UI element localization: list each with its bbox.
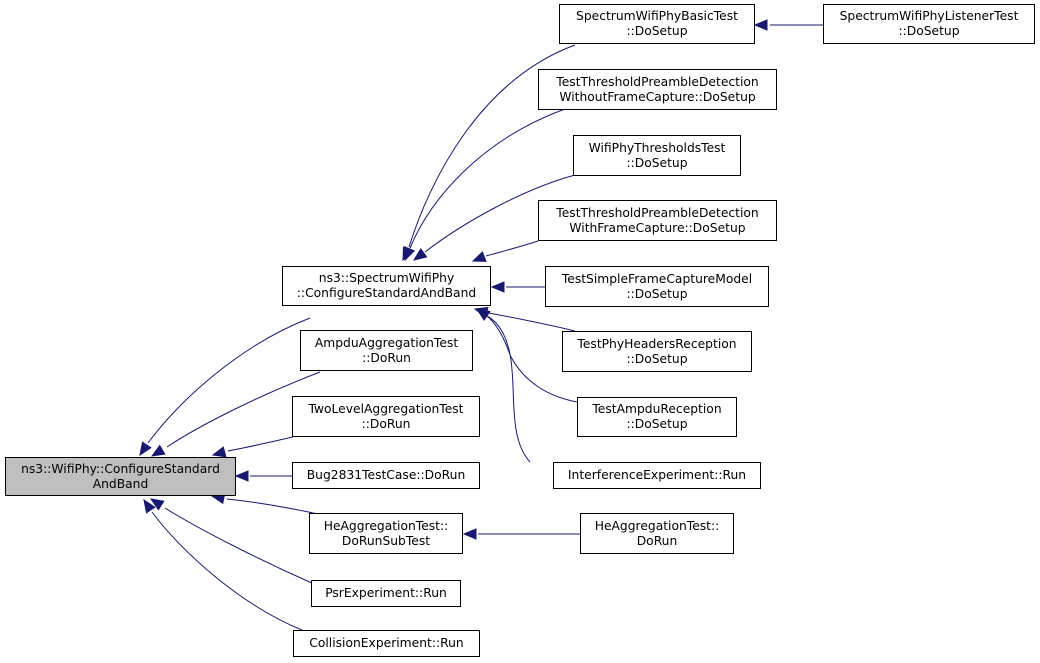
arrowhead-9 <box>412 247 428 261</box>
arrowhead-3 <box>234 470 249 482</box>
arrowhead-16 <box>753 19 768 31</box>
arrowhead-5 <box>149 498 165 511</box>
arrowhead-8 <box>404 246 416 262</box>
call-edge-5 <box>164 507 315 585</box>
arrowhead-14 <box>475 308 491 321</box>
node-label-line-1: PsrExperiment::Run <box>325 586 447 600</box>
node-label-line-1: ns3::WifiPhy::ConfigureStandard <box>21 461 220 476</box>
node-label-line-2: ::DoSetup <box>626 24 688 38</box>
arrowhead-2 <box>211 446 227 458</box>
node-label-line-1: WifiPhyThresholdsTest <box>588 140 726 155</box>
node-label-line-1: TwoLevelAggregationTest <box>308 401 464 416</box>
node-bug2831-test-case-dorun[interactable]: Bug2831TestCase::DoRun <box>292 462 480 489</box>
node-label-line-1: InterferenceExperiment::Run <box>567 468 747 482</box>
node-psr-experiment-run[interactable]: PsrExperiment::Run <box>311 580 461 607</box>
node-ampdu-aggregation-test-dorun[interactable]: AmpduAggregationTest ::DoRun <box>300 330 473 371</box>
call-edge-2 <box>227 436 294 452</box>
node-label-line-2: DoRunSubTest <box>341 533 431 548</box>
node-wifiphy-configure-standard-and-band: ns3::WifiPhy::ConfigureStandard AndBand <box>5 457 236 496</box>
node-test-phy-headers-reception-dosetup[interactable]: TestPhyHeadersReception ::DoSetup <box>562 331 752 372</box>
node-label-line-2: ::DoSetup <box>626 286 688 301</box>
node-label-line-1: TestThresholdPreambleDetection <box>556 205 759 220</box>
node-label-line-1: Bug2831TestCase::DoRun <box>306 468 466 482</box>
arrowhead-6 <box>143 498 156 514</box>
node-threshold-preamble-detection-without-frame-capture-dosetup[interactable]: TestThresholdPreambleDetection WithoutFr… <box>538 69 777 110</box>
node-label-line-1: HeAggregationTest:: <box>323 518 449 533</box>
node-he-aggregation-test-dorunsubtest[interactable]: HeAggregationTest:: DoRunSubTest <box>309 513 463 554</box>
node-label-line-1: TestSimpleFrameCaptureModel <box>561 271 753 286</box>
arrowhead-10 <box>471 251 487 262</box>
node-collision-experiment-run[interactable]: CollisionExperiment::Run <box>293 630 480 657</box>
call-edge-9 <box>424 174 576 253</box>
node-label-line-2: DoRun <box>636 533 678 548</box>
node-label-line-1: TestThresholdPreambleDetection <box>556 74 759 89</box>
node-test-simple-frame-capture-model-dosetup[interactable]: TestSimpleFrameCaptureModel ::DoSetup <box>545 266 769 307</box>
node-label-line-1: TestPhyHeadersReception <box>577 336 737 351</box>
node-label-line-2: ::DoSetup <box>898 24 960 38</box>
node-test-ampdu-reception-dosetup[interactable]: TestAmpduReception ::DoSetup <box>577 397 737 437</box>
node-label-line-1: ns3::SpectrumWifiPhy <box>318 271 455 285</box>
node-interference-experiment-run[interactable]: InterferenceExperiment::Run <box>553 462 761 489</box>
node-label-line-1: AmpduAggregationTest <box>314 335 459 350</box>
call-edge-1 <box>147 317 311 444</box>
node-label-line-2: WithoutFrameCapture::DoSetup <box>559 89 756 104</box>
node-label-line-2: ::DoRun <box>362 350 411 365</box>
node-label-line-2: WithFrameCapture::DoSetup <box>569 220 746 235</box>
node-label-line-1: CollisionExperiment::Run <box>309 636 464 650</box>
node-he-aggregation-test-dorun[interactable]: HeAggregationTest:: DoRun <box>580 513 734 554</box>
call-edge-6 <box>151 511 303 631</box>
node-label-line-1: TestAmpduReception <box>592 402 722 416</box>
arrowhead-15 <box>462 528 477 540</box>
call-edge-10 <box>485 240 539 257</box>
node-label-line-1: SpectrumWifiPhyListenerTest <box>839 9 1019 23</box>
call-edge-12 <box>488 312 576 332</box>
arrowhead-11 <box>490 281 505 293</box>
node-label-line-2: ::DoRun <box>361 416 411 431</box>
call-edge-8 <box>409 108 566 249</box>
node-label-line-2: ::DoSetup <box>626 155 688 170</box>
node-label-line-2: ::DoSetup <box>626 351 688 366</box>
node-label-line-2: AndBand <box>92 476 149 491</box>
call-edge-4 <box>226 498 319 515</box>
node-threshold-preamble-detection-with-frame-capture-dosetup[interactable]: TestThresholdPreambleDetection WithFrame… <box>538 200 777 241</box>
node-label-line-1: SpectrumWifiPhyBasicTest <box>576 9 738 23</box>
node-spectrumwifiphy-configure-standard-and-band[interactable]: ns3::SpectrumWifiPhy ::ConfigureStandard… <box>282 266 491 306</box>
node-wifiphy-thresholds-test-dosetup[interactable]: WifiPhyThresholdsTest ::DoSetup <box>573 135 741 176</box>
node-two-level-aggregation-test-dorun[interactable]: TwoLevelAggregationTest ::DoRun <box>292 396 480 437</box>
arrowhead-0 <box>150 444 166 457</box>
call-edge-0 <box>166 371 321 448</box>
arrowhead-1 <box>139 441 152 457</box>
node-spectrum-wifiphy-basic-test-dosetup[interactable]: SpectrumWifiPhyBasicTest ::DoSetup <box>559 4 755 44</box>
node-label-line-2: ::ConfigureStandardAndBand <box>296 286 477 300</box>
node-label-line-1: HeAggregationTest:: <box>594 518 720 533</box>
call-edge-14 <box>486 315 531 463</box>
call-edge-7 <box>408 44 576 248</box>
node-spectrum-wifiphy-listener-test-dosetup[interactable]: SpectrumWifiPhyListenerTest ::DoSetup <box>823 4 1035 44</box>
node-label-line-2: ::DoSetup <box>626 417 688 431</box>
